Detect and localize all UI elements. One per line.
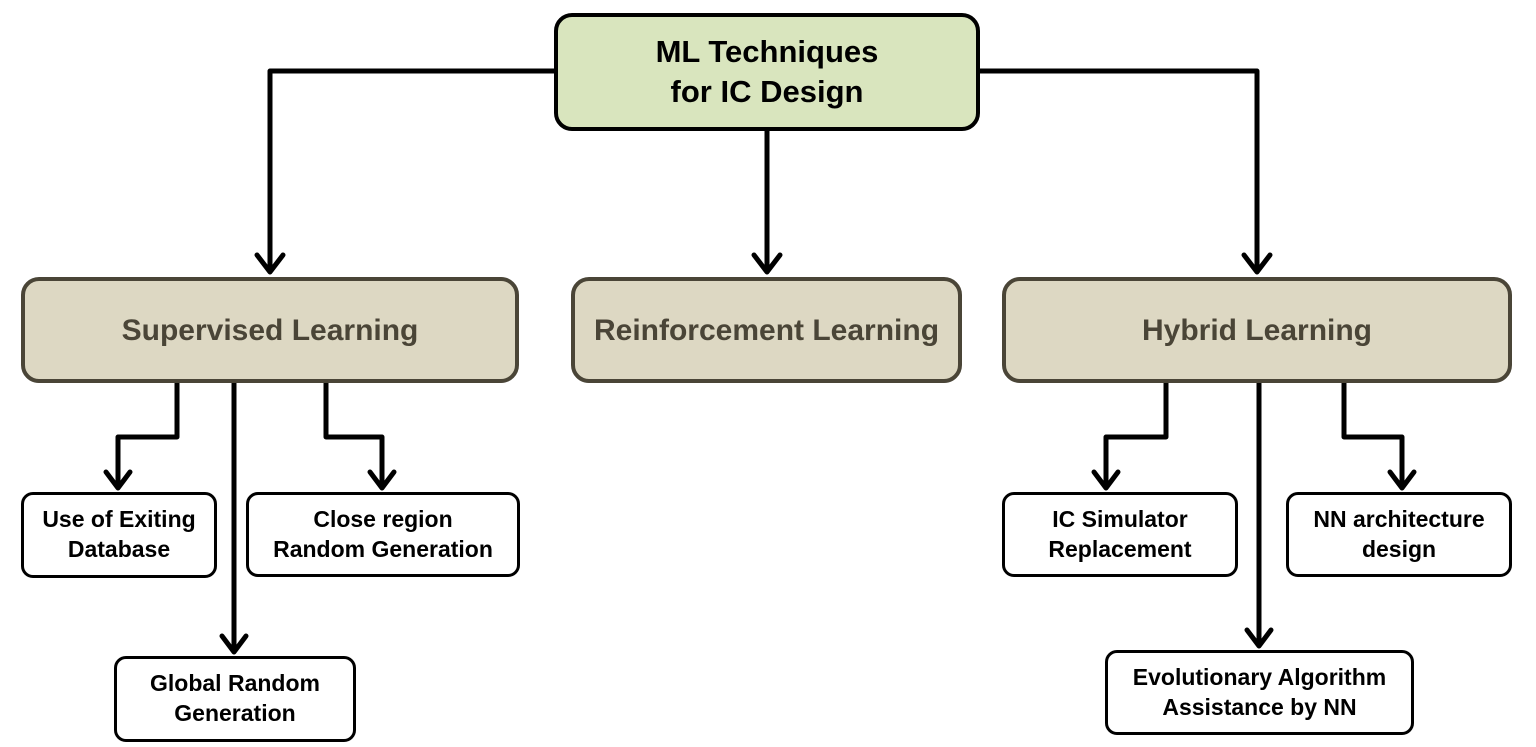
leaf-global-random-generation: Global Random Generation: [114, 656, 356, 742]
leaf-evolutionary-algorithm-assistance: Evolutionary Algorithm Assistance by NN: [1105, 650, 1414, 735]
arrowhead-close-region: [367, 469, 397, 491]
leaf-use-of-existing-database: Use of Exiting Database: [21, 492, 217, 578]
root-node-ml-techniques: ML Techniques for IC Design: [554, 13, 980, 131]
arrowhead-evolutionary: [1244, 627, 1274, 649]
arrowhead-global-random: [219, 633, 249, 655]
category-reinforcement-learning: Reinforcement Learning: [571, 277, 962, 383]
edge-root-to-hybrid: [977, 68, 1260, 273]
arrowhead-nn-architecture: [1387, 469, 1417, 491]
leaf-nn-architecture-design: NN architecture design: [1286, 492, 1512, 577]
leaf-ic-simulator-replacement: IC Simulator Replacement: [1002, 492, 1238, 577]
edge-supervised-to-close-region: [323, 380, 385, 489]
edge-hybrid-to-ic-simulator: [1103, 380, 1169, 489]
category-hybrid-learning: Hybrid Learning: [1002, 277, 1512, 383]
category-supervised-learning: Supervised Learning: [21, 277, 519, 383]
arrowhead-ic-simulator: [1091, 469, 1121, 491]
leaf-close-region-random-generation: Close region Random Generation: [246, 492, 520, 577]
arrowhead-hybrid: [1241, 252, 1273, 275]
edge-root-to-supervised: [267, 68, 557, 273]
edge-supervised-to-existing-db: [115, 380, 180, 489]
edge-hybrid-to-nn-architecture: [1341, 380, 1405, 489]
arrowhead-supervised: [254, 252, 286, 275]
arrowhead-reinforcement: [751, 252, 783, 275]
arrowhead-existing-db: [103, 469, 133, 491]
